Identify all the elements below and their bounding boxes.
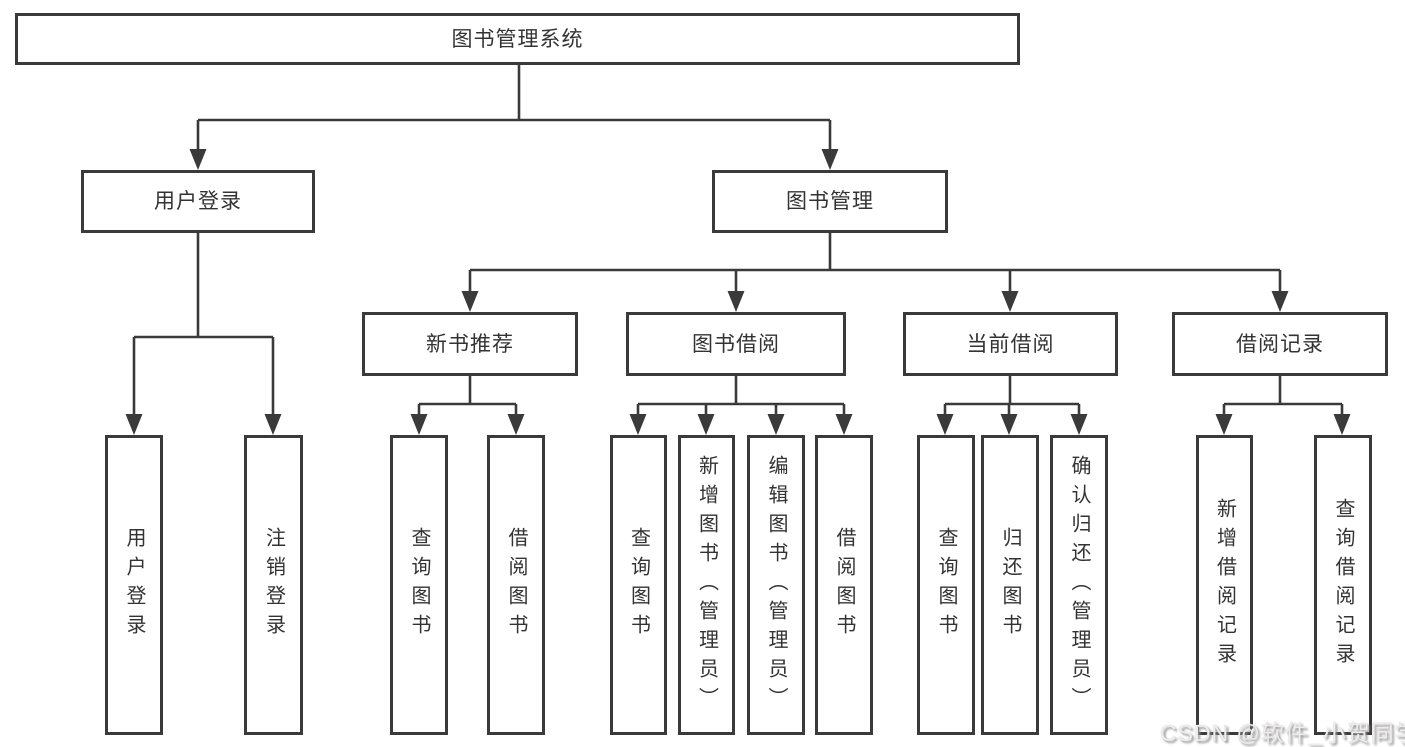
leaf-borrow-books-recommend: 借阅图书 <box>487 435 545 735</box>
leaf-query-books-current: 查询图书 <box>917 435 975 735</box>
leaf-edit-book-admin: 编辑图书（管理员） <box>747 435 805 735</box>
csdn-watermark: CSDN @软件_小贺同学 <box>1160 720 1405 746</box>
node-new-book-recommendation: 新书推荐 <box>362 312 578 376</box>
leaf-query-books-borrowing: 查询图书 <box>610 435 667 735</box>
leaf-add-book-admin: 新增图书（管理员） <box>678 435 735 735</box>
node-book-management-system: 图书管理系统 <box>15 13 1020 65</box>
node-current-borrowing: 当前借阅 <box>903 312 1118 376</box>
node-borrowing-records: 借阅记录 <box>1172 312 1388 376</box>
leaf-user-login: 用户登录 <box>105 435 163 735</box>
leaf-logout: 注销登录 <box>244 435 303 735</box>
leaf-add-borrow-record: 新增借阅记录 <box>1196 435 1253 735</box>
node-book-management: 图书管理 <box>712 170 948 233</box>
node-book-borrowing: 图书借阅 <box>626 312 846 376</box>
leaf-query-borrow-record: 查询借阅记录 <box>1314 435 1372 735</box>
leaf-borrow-books-borrowing: 借阅图书 <box>815 435 873 735</box>
leaf-return-book: 归还图书 <box>981 435 1039 735</box>
leaf-confirm-return-admin: 确认归还（管理员） <box>1050 435 1108 735</box>
node-user-login: 用户登录 <box>81 170 315 233</box>
leaf-query-books-recommend: 查询图书 <box>390 435 448 735</box>
